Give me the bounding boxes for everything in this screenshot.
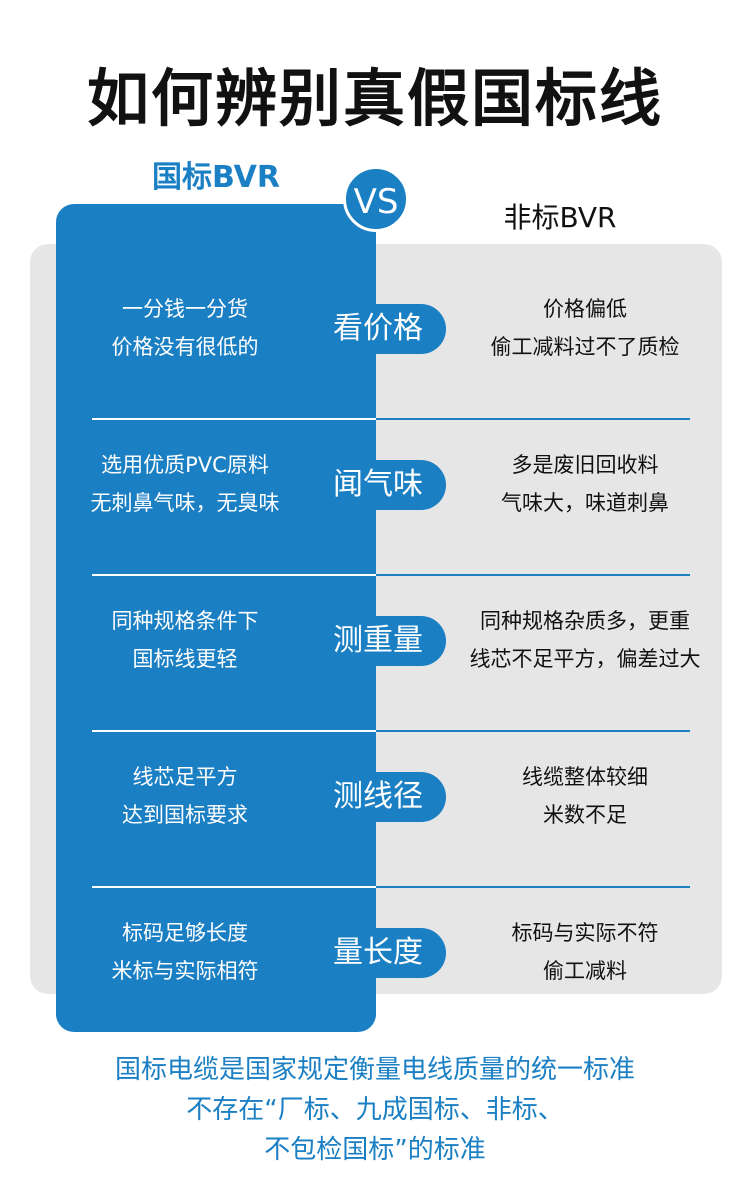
criterion-label: 闻气味	[310, 460, 446, 510]
non-standard-line: 气味大，味道刺鼻	[501, 491, 669, 515]
standard-line: 无刺鼻气味，无臭味	[90, 491, 280, 515]
criterion-label: 看价格	[310, 304, 446, 354]
standard-line: 标码足够长度	[122, 921, 248, 945]
non-standard-line: 标码与实际不符	[511, 921, 659, 945]
criterion-label: 量长度	[310, 928, 446, 978]
non-standard-line: 米数不足	[543, 803, 627, 827]
row-divider	[376, 418, 690, 420]
row-divider	[376, 886, 690, 888]
standard-description: 同种规格条件下 国标线更轻	[56, 602, 314, 678]
standard-line: 达到国标要求	[122, 803, 248, 827]
standard-description: 一分钱一分货 价格没有很低的	[56, 290, 314, 366]
row-divider	[92, 730, 376, 732]
non-standard-line: 价格偏低	[543, 297, 627, 321]
standard-line: 价格没有很低的	[111, 335, 259, 359]
row-divider	[92, 418, 376, 420]
standard-header: 国标BVR	[152, 160, 280, 195]
footer-line: 不包检国标”的标准	[264, 1135, 486, 1165]
vs-badge: VS	[343, 166, 409, 232]
non-standard-description: 线缆整体较细 米数不足	[440, 758, 730, 834]
footer-line: 不存在“厂标、九成国标、非标、	[186, 1095, 564, 1125]
standard-line: 米标与实际相符	[111, 959, 259, 983]
comparison-row: 标码足够长度 米标与实际相符 量长度 标码与实际不符 偷工减料	[0, 888, 750, 1044]
standard-line: 国标线更轻	[132, 647, 238, 671]
row-divider	[376, 574, 690, 576]
non-standard-line: 偷工减料过不了质检	[490, 335, 680, 359]
non-standard-description: 标码与实际不符 偷工减料	[440, 914, 730, 990]
criterion-label: 测重量	[310, 616, 446, 666]
comparison-row: 线芯足平方 达到国标要求 测线径 线缆整体较细 米数不足	[0, 732, 750, 888]
non-standard-line: 同种规格杂质多，更重	[480, 609, 690, 633]
row-divider	[92, 886, 376, 888]
standard-description: 选用优质PVC原料 无刺鼻气味，无臭味	[56, 446, 314, 522]
non-standard-line: 多是废旧回收料	[511, 453, 659, 477]
non-standard-description: 价格偏低 偷工减料过不了质检	[440, 290, 730, 366]
non-standard-description: 同种规格杂质多，更重 线芯不足平方，偏差过大	[440, 602, 730, 678]
footer-note: 国标电缆是国家规定衡量电线质量的统一标准 不存在“厂标、九成国标、非标、 不包检…	[0, 1050, 750, 1170]
non-standard-line: 偷工减料	[543, 959, 627, 983]
criterion-label: 测线径	[310, 772, 446, 822]
row-divider	[376, 730, 690, 732]
standard-description: 线芯足平方 达到国标要求	[56, 758, 314, 834]
comparison-row: 同种规格条件下 国标线更轻 测重量 同种规格杂质多，更重 线芯不足平方，偏差过大	[0, 576, 750, 732]
footer-line: 国标电缆是国家规定衡量电线质量的统一标准	[114, 1055, 635, 1085]
non-standard-line: 线芯不足平方，偏差过大	[469, 647, 701, 671]
comparison-row: 选用优质PVC原料 无刺鼻气味，无臭味 闻气味 多是废旧回收料 气味大，味道刺鼻	[0, 420, 750, 576]
standard-line: 选用优质PVC原料	[101, 453, 269, 477]
row-divider	[92, 574, 376, 576]
standard-description: 标码足够长度 米标与实际相符	[56, 914, 314, 990]
comparison-row: 一分钱一分货 价格没有很低的 看价格 价格偏低 偷工减料过不了质检	[0, 264, 750, 420]
standard-line: 一分钱一分货	[122, 297, 248, 321]
non-standard-description: 多是废旧回收料 气味大，味道刺鼻	[440, 446, 730, 522]
page-title: 如何辨别真假国标线	[86, 62, 663, 135]
standard-line: 线芯足平方	[132, 765, 238, 789]
non-standard-header: 非标BVR	[503, 201, 617, 234]
standard-line: 同种规格条件下	[111, 609, 259, 633]
non-standard-line: 线缆整体较细	[522, 765, 648, 789]
